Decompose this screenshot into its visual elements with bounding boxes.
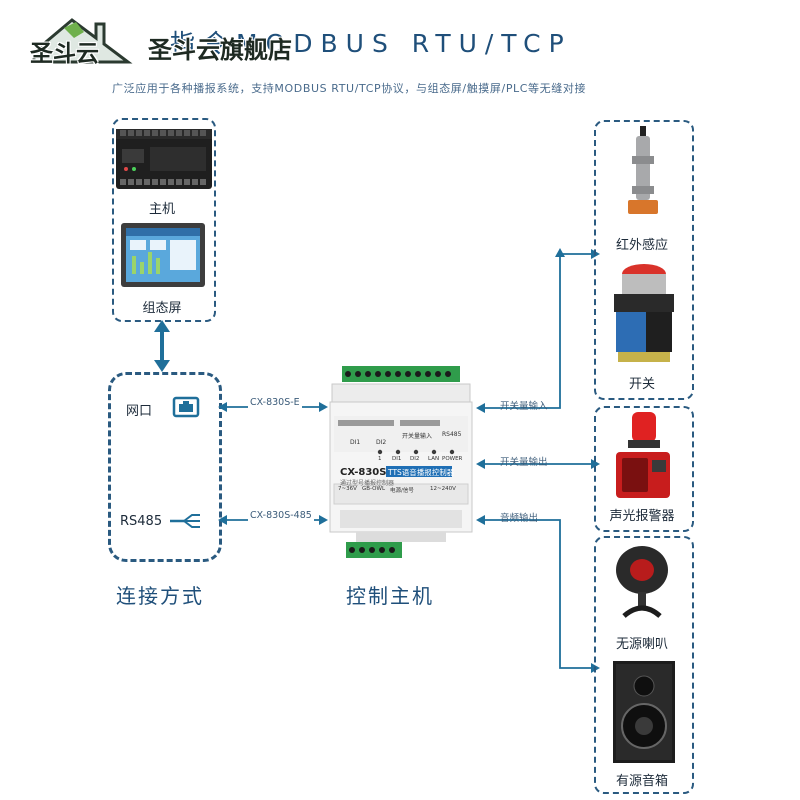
controller-bottom-label-4: 12~240V	[430, 486, 456, 492]
controller-section-label: 控制主机	[346, 584, 434, 608]
page-subtitle: 广泛应用于各种播报系统，支持MODBUS RTU/TCP协议，与组态屏/触摸屏/…	[112, 82, 587, 95]
edge-label-switch-in: 开关量输入	[500, 401, 548, 412]
switch-label: 开关	[628, 377, 655, 392]
edge-label-ethernet: CX-830S-E	[248, 397, 302, 408]
horn-speaker-image	[616, 546, 668, 618]
controller-model: CX-830S	[340, 467, 387, 478]
edge-label-switch-out: 开关量输出	[500, 457, 548, 468]
plc-host-image	[116, 129, 212, 189]
controller-bottom-label-3: 电源/信号	[390, 488, 414, 494]
alarm-image	[616, 412, 670, 498]
alarm-device-group	[594, 406, 694, 532]
rs485-label: RS485	[120, 514, 163, 529]
controller-rs485-tag: RS485	[442, 431, 462, 438]
screen-label: 组态屏	[142, 301, 182, 316]
controller-di2: DI2	[376, 439, 387, 446]
controller-sub: 通过型号播报控制器	[340, 480, 395, 487]
rs485-wire-icon	[170, 514, 200, 528]
controller-device-image	[329, 366, 473, 558]
input-device-group	[594, 120, 694, 400]
watermark-logo	[32, 18, 133, 64]
controller-badge: TTS语音播报控制器	[388, 468, 455, 477]
controller-bottom-label-2: GB-OWL	[362, 486, 386, 492]
edge-label-rs485: CX-830S-485	[248, 510, 314, 521]
controller-led-power: POWER	[442, 456, 463, 462]
ir-sensor-label: 红外感应	[615, 238, 668, 253]
right-connector-lines	[476, 248, 600, 673]
box-speaker-label: 有源音箱	[615, 774, 668, 789]
connection-group	[108, 372, 222, 562]
controller-led-lan: LAN	[428, 456, 440, 462]
controller-bottom-label-1: 7~36V	[338, 486, 357, 492]
ir-sensor-image	[628, 126, 658, 214]
watermark-logo-text: 圣斗云	[30, 41, 99, 67]
edge-label-audio-out: 音频输出	[500, 513, 539, 524]
hmi-screen-image	[121, 223, 205, 287]
ethernet-port-icon	[172, 396, 200, 418]
box-speaker-image	[613, 661, 675, 763]
push-switch-image	[614, 264, 674, 362]
alarm-label: 声光报警器	[609, 509, 675, 524]
link-arrow-vertical	[154, 320, 170, 372]
controller-group-in: 开关量输入	[402, 433, 433, 440]
net-port-label: 网口	[126, 404, 153, 419]
device-group-left	[112, 118, 216, 322]
watermark-text: 圣斗云旗舰店	[148, 36, 292, 64]
page-title: 指令MODBUS RTU/TCP	[170, 29, 572, 58]
connection-section-label: 连接方式	[116, 584, 204, 608]
output-speaker-group	[594, 536, 694, 794]
controller-led-di2: DI2	[410, 456, 420, 462]
controller-led-di1: DI1	[392, 456, 402, 462]
controller-led-1: 1	[378, 456, 382, 462]
controller-di1: DI1	[350, 439, 361, 446]
horn-speaker-label: 无源喇叭	[615, 637, 668, 652]
host-label: 主机	[148, 202, 175, 217]
